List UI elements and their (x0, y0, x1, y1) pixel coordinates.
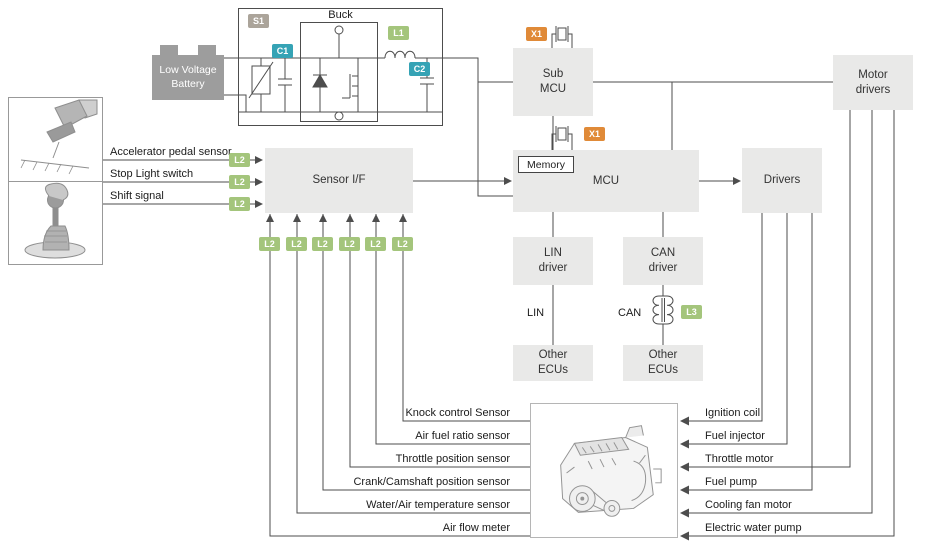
drivers-block: Drivers (742, 148, 822, 213)
memory-block: Memory (518, 156, 574, 173)
tag-l2-sensor-0: L2 (392, 237, 413, 251)
engine-sensor-label-3: Crank/Camshaft position sensor (353, 476, 510, 488)
sub-mcu-crystal-icon (551, 26, 573, 48)
pedal-drawing (20, 99, 98, 175)
buck-switch-box (300, 22, 378, 122)
buck-label: Buck (328, 9, 353, 21)
engine-sensor-label-5: Air flow meter (442, 522, 510, 534)
input-label-2: Shift signal (110, 190, 164, 202)
lin-driver-block: LIN driver (513, 237, 593, 285)
can-choke-icon (652, 295, 674, 325)
tag-c2: C2 (409, 62, 430, 76)
engine-sensor-label-0: Knock control Sensor (405, 407, 510, 419)
sensor-illustrations-panel (8, 97, 103, 265)
tag-x1-sub-mcu: X1 (526, 27, 547, 41)
tag-l2-sensor-2: L2 (339, 237, 360, 251)
buck-converter-box (238, 8, 443, 126)
tag-l2-sensor-4: L2 (286, 237, 307, 251)
sensor-if-block: Sensor I/F (265, 148, 413, 213)
actuator-label-1: Fuel injector (705, 430, 765, 442)
motor-drivers-block: Motor drivers (833, 55, 913, 110)
signal-wires (103, 81, 895, 537)
mcu-crystal-icon (551, 126, 573, 150)
shifter-drawing (24, 182, 86, 259)
tag-c1: C1 (272, 44, 293, 58)
lin-bus-label: LIN (527, 307, 545, 319)
input-label-0: Accelerator pedal sensor (110, 146, 232, 158)
actuator-label-5: Electric water pump (705, 522, 802, 534)
actuator-label-4: Cooling fan motor (705, 499, 792, 511)
actuator-label-0: Ignition coil (705, 407, 761, 419)
engine-sensor-label-2: Throttle position sensor (395, 453, 510, 465)
tag-l2-input-1: L2 (229, 175, 250, 189)
actuator-label-2: Throttle motor (705, 453, 774, 465)
shift-lever-illustration (9, 181, 102, 264)
other-ecus-can-block: Other ECUs (623, 345, 703, 381)
tag-l2-input-0: L2 (229, 153, 250, 167)
can-bus-label: CAN (618, 307, 642, 319)
tag-l2-sensor-3: L2 (312, 237, 333, 251)
tag-l3: L3 (681, 305, 702, 319)
sub-mcu-block: Sub MCU (513, 48, 593, 116)
tag-l2-sensor-1: L2 (365, 237, 386, 251)
accelerator-pedal-illustration (9, 98, 102, 181)
arrowheads (255, 156, 741, 541)
tag-s1: S1 (248, 14, 269, 28)
engine-illustration (560, 425, 662, 517)
can-driver-block: CAN driver (623, 237, 703, 285)
input-label-1: Stop Light switch (110, 168, 194, 180)
actuator-label-3: Fuel pump (705, 476, 757, 488)
tag-l2-input-2: L2 (229, 197, 250, 211)
engine-sensor-label-1: Air fuel ratio sensor (415, 430, 510, 442)
low-voltage-battery-block: Low Voltage Battery (152, 45, 224, 100)
other-ecus-lin-block: Other ECUs (513, 345, 593, 381)
tag-l2-sensor-5: L2 (259, 237, 280, 251)
engine-sensor-label-4: Water/Air temperature sensor (366, 499, 510, 511)
tag-l1: L1 (388, 26, 409, 40)
tag-x1-mcu: X1 (584, 127, 605, 141)
engine-illustration-box (530, 403, 678, 538)
